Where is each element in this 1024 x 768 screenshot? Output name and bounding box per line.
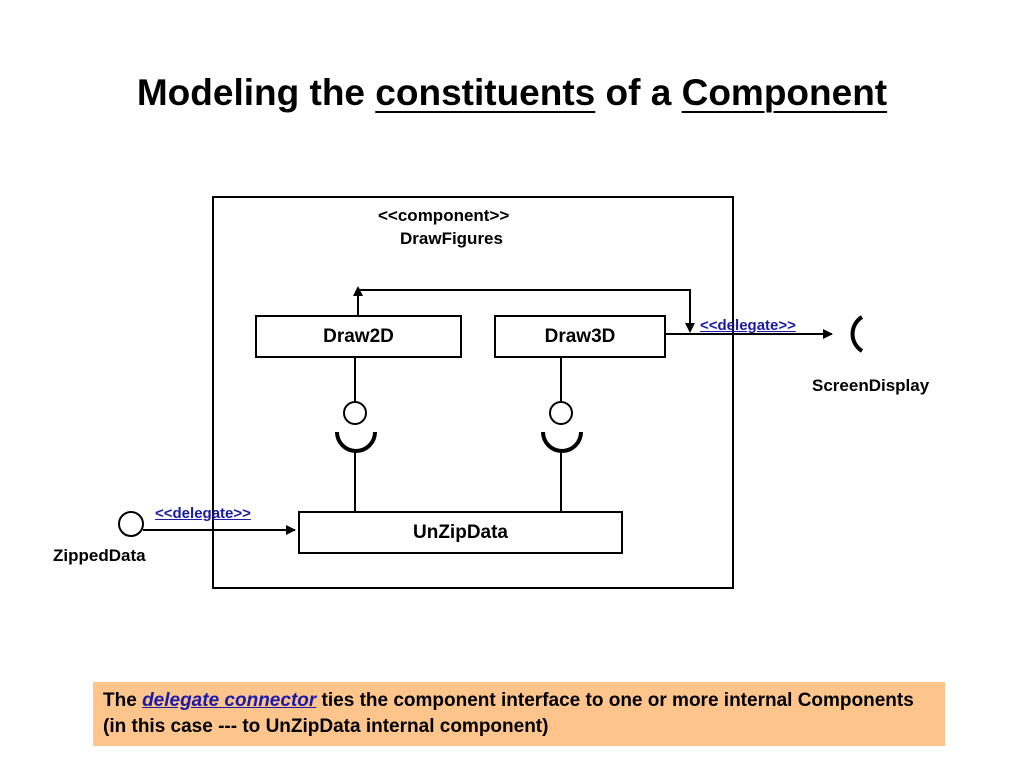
component-stereotype: <<component>>: [378, 206, 510, 225]
note-lead: The: [103, 690, 143, 711]
draw2d-socket-icon: [335, 431, 377, 453]
draw3d-box: [494, 315, 666, 358]
component-name: DrawFigures: [400, 229, 503, 248]
page-title: Modeling the constituents of a Component: [0, 72, 1024, 114]
screen-display-label: ScreenDisplay: [812, 376, 930, 395]
title-word-constituents: constituents: [375, 72, 596, 113]
delegate-label-top: <<delegate>>: [700, 317, 796, 334]
title-prefix: Modeling the: [136, 72, 376, 113]
component-frame: [212, 196, 734, 589]
draw3d-label: Draw3D: [544, 326, 616, 347]
note-box: The delegate connector ties the componen…: [93, 682, 945, 746]
draw2d-lollipop-icon: [343, 401, 367, 425]
title-middle: of a: [595, 72, 682, 113]
zipped-data-label: ZippedData: [53, 546, 146, 565]
note-rest: ties the component interface to one or m…: [103, 690, 914, 737]
screen-display-socket-icon: [850, 315, 864, 353]
connector-arrow-down: [685, 323, 695, 333]
zipped-data-lollipop-icon: [118, 511, 144, 537]
draw2d-draw3d-connector: [357, 289, 691, 331]
note-delegate-connector-link[interactable]: delegate connector: [142, 690, 317, 711]
delegate-label-bottom: <<delegate>>: [155, 505, 251, 522]
unzipdata-box: [298, 511, 623, 554]
connector-arrow-up: [353, 286, 363, 296]
unzipdata-label: UnZipData: [413, 522, 508, 543]
draw3d-socket-icon: [541, 431, 583, 453]
draw2d-box: [255, 315, 462, 358]
title-word-component: Component: [681, 72, 888, 113]
draw2d-label: Draw2D: [323, 326, 394, 347]
draw3d-lollipop-icon: [549, 401, 573, 425]
